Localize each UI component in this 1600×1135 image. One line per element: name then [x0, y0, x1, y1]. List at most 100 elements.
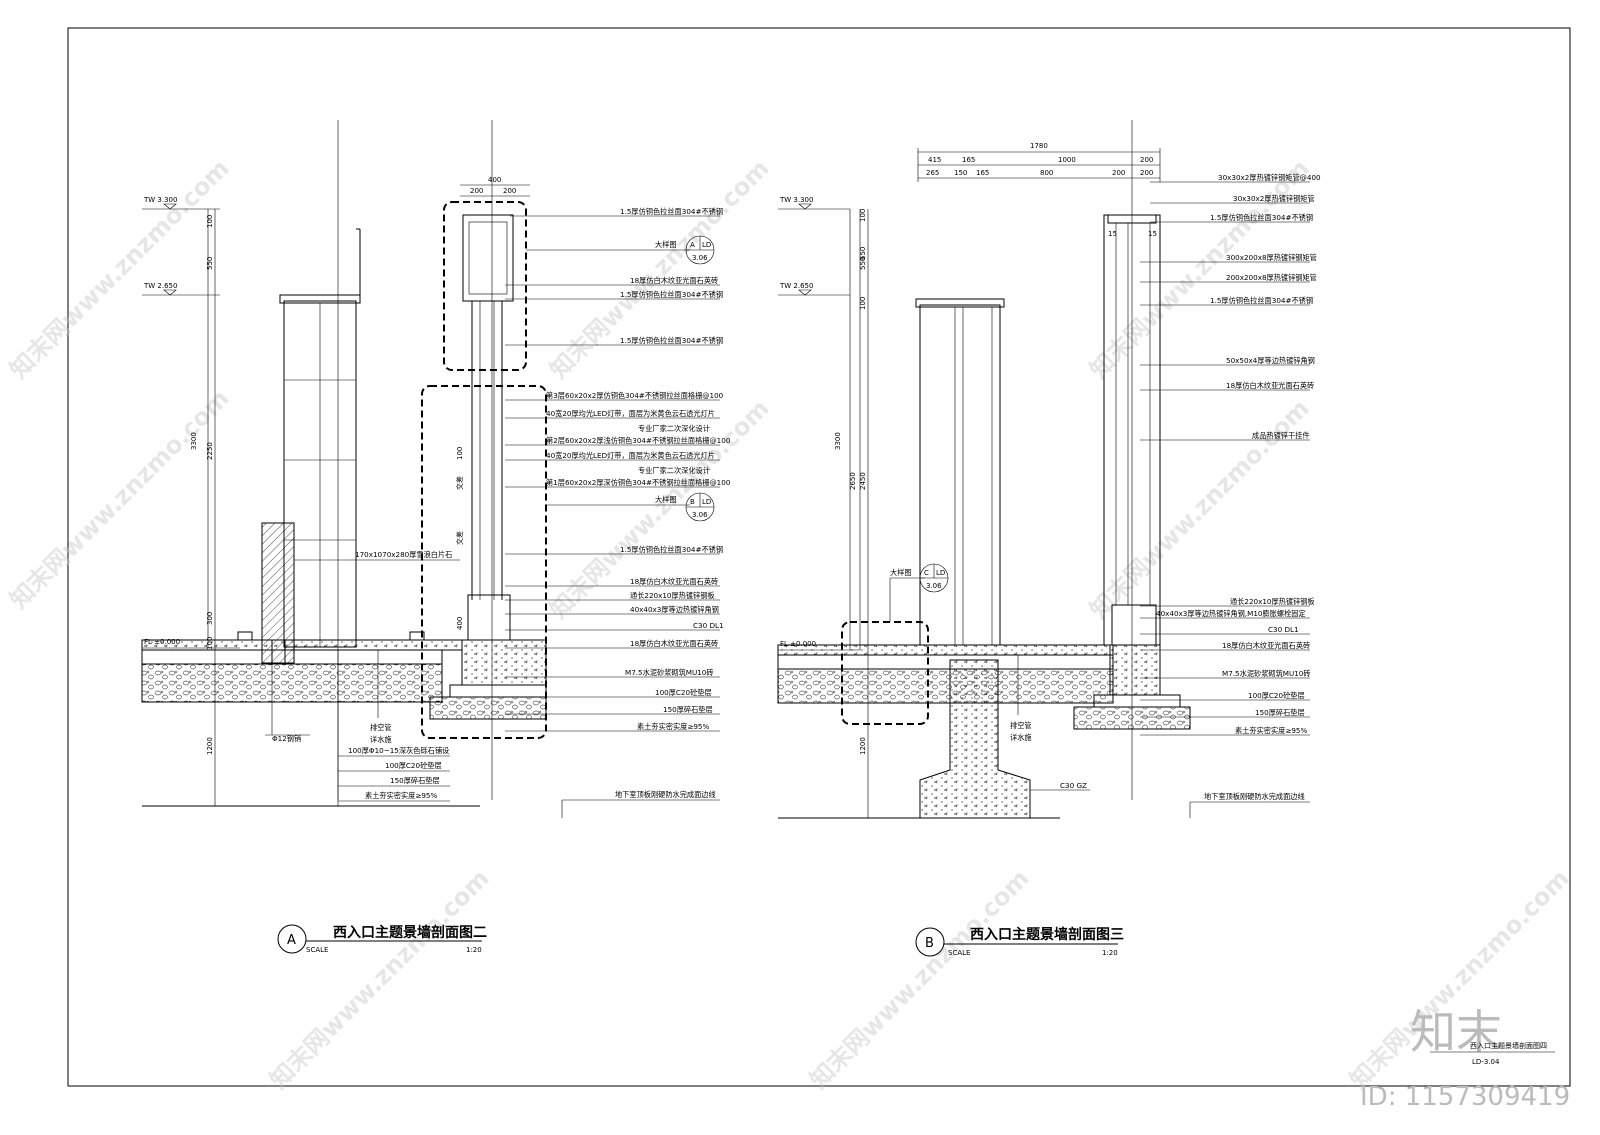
svg-text:200x200x8厚热镀锌钢矩管: 200x200x8厚热镀锌钢矩管 [1226, 273, 1317, 282]
svg-text:100: 100 [456, 447, 464, 460]
svg-text:1200: 1200 [859, 737, 867, 755]
svg-text:C30 GZ: C30 GZ [1060, 781, 1087, 790]
svg-text:100: 100 [859, 209, 867, 222]
detail-ref-c: 大样图 C LD 3.06 [889, 563, 949, 622]
section-a-title-text: 西入口主题景墙剖面图二 [333, 924, 487, 941]
svg-text:LD: LD [936, 569, 945, 577]
svg-text:100厚C20砼垫层: 100厚C20砼垫层 [655, 688, 712, 697]
svg-text:400: 400 [456, 617, 464, 630]
svg-text:C: C [924, 569, 929, 577]
svg-text:B: B [690, 498, 695, 506]
svg-text:2650: 2650 [849, 472, 857, 490]
svg-text:1.5厚仿铜色拉丝面304#不锈钢: 1.5厚仿铜色拉丝面304#不锈钢 [1210, 213, 1313, 222]
svg-text:300x200x8厚热镀锌钢矩管: 300x200x8厚热镀锌钢矩管 [1226, 253, 1317, 262]
svg-text:素土夯实密实度≥95%: 素土夯实密实度≥95% [365, 791, 437, 800]
svg-text:30x30x2厚热镀锌钢矩管: 30x30x2厚热镀锌钢矩管 [1233, 194, 1315, 203]
callouts-bottom-b: 排空管 详水施 C30 GZ [1010, 655, 1090, 791]
svg-text:415: 415 [928, 156, 941, 164]
brand-logo: 知末 [1410, 1005, 1502, 1059]
svg-text:专业厂家二次深化设计: 专业厂家二次深化设计 [638, 424, 710, 433]
svg-text:TW 2.650: TW 2.650 [779, 282, 813, 290]
svg-text:1:20: 1:20 [466, 946, 482, 954]
svg-text:TW 3.300: TW 3.300 [779, 196, 813, 204]
svg-text:3300: 3300 [190, 432, 198, 450]
svg-text:150厚碎石垫层: 150厚碎石垫层 [390, 776, 440, 785]
svg-text:200: 200 [1140, 169, 1153, 177]
svg-text:详水施: 详水施 [1010, 733, 1032, 742]
sheet-border [67, 27, 1571, 1087]
svg-text:200: 200 [503, 187, 516, 195]
top-dimensions-b: 1780 415 165 1000 200 265 150 165 800 20… [917, 142, 1161, 182]
svg-text:M7.5水泥砂浆砌筑MU10砖: M7.5水泥砂浆砌筑MU10砖 [1222, 669, 1311, 678]
svg-text:LD: LD [702, 498, 711, 506]
svg-text:Φ12钢销: Φ12钢销 [272, 734, 301, 743]
svg-text:排空管: 排空管 [370, 723, 392, 732]
svg-text:150: 150 [954, 169, 967, 177]
svg-text:C30 DL1: C30 DL1 [1268, 625, 1299, 634]
base-block [467, 594, 511, 641]
svg-text:地下室顶板刚硬防水完成面边线: 地下室顶板刚硬防水完成面边线 [1204, 792, 1305, 801]
svg-text:18厚仿白木纹亚光面石英砖: 18厚仿白木纹亚光面石英砖 [630, 276, 718, 285]
svg-text:100: 100 [206, 215, 214, 228]
level-marker-tw1-b: TW 3.300 [778, 196, 850, 210]
svg-text:100厚C20砼垫层: 100厚C20砼垫层 [1248, 691, 1305, 700]
svg-text:40x40x3厚等边热镀锌角钢,M10膨胀螺栓固定: 40x40x3厚等边热镀锌角钢,M10膨胀螺栓固定 [1156, 609, 1306, 618]
svg-text:18厚仿白木纹亚光面石英砖: 18厚仿白木纹亚光面石英砖 [630, 639, 718, 648]
level-marker-tw2: TW 2.650 [142, 282, 220, 296]
svg-text:C30 DL1: C30 DL1 [693, 621, 724, 630]
svg-text:M7.5水泥砂浆砌筑MU10砖: M7.5水泥砂浆砌筑MU10砖 [625, 668, 714, 677]
svg-text:1.5厚仿铜色拉丝面304#不锈钢: 1.5厚仿铜色拉丝面304#不锈钢 [1210, 296, 1313, 305]
watermark-text: 知末网www.znzmo.com [4, 154, 234, 384]
detail-box-a [443, 201, 527, 371]
footing [461, 639, 547, 686]
pavement [141, 639, 463, 651]
svg-text:第2层60x20x2厚浅仿铜色304#不锈钢拉丝面格栅@10: 第2层60x20x2厚浅仿铜色304#不锈钢拉丝面格栅@100 [546, 436, 731, 445]
svg-text:第3层60x20x2厚仿铜色304#不锈钢拉丝面格栅@100: 第3层60x20x2厚仿铜色304#不锈钢拉丝面格栅@100 [546, 391, 724, 400]
svg-text:通长220x10厚热镀锌钢板: 通长220x10厚热镀锌钢板 [630, 591, 715, 600]
svg-text:40宽20厚均光LED灯带，面层为米黄色云石透光灯片: 40宽20厚均光LED灯带，面层为米黄色云石透光灯片 [546, 409, 715, 418]
vertical-dimensions-b: 650 3300 550 100 2650 2450 1200 100 15 1… [834, 209, 1157, 755]
svg-text:3.06: 3.06 [692, 511, 708, 519]
stone-slab-label: 170x1070x280厚雪浪白片石 [355, 550, 452, 559]
svg-text:1:20: 1:20 [1102, 949, 1118, 957]
svg-text:素土夯实密实度≥95%: 素土夯实密实度≥95% [637, 722, 709, 731]
svg-text:15: 15 [1148, 230, 1157, 238]
svg-text:400: 400 [488, 176, 501, 184]
svg-text:A: A [690, 241, 695, 249]
sheet-title: 西入口主题景墙剖面图四 [1470, 1041, 1547, 1050]
detail-box-b [421, 385, 547, 739]
svg-text:1780: 1780 [1030, 142, 1048, 150]
svg-text:专业厂家二次深化设计: 专业厂家二次深化设计 [638, 466, 710, 475]
svg-text:TW 3.300: TW 3.300 [143, 196, 177, 204]
svg-text:3.06: 3.06 [926, 582, 942, 590]
top-dimensions: 400 200 200 [460, 176, 530, 197]
svg-text:通长220x10厚热镀锌钢板: 通长220x10厚热镀锌钢板 [1230, 597, 1315, 606]
watermark-text: 知末网www.znzmo.com [1344, 864, 1574, 1094]
watermark-text: 知末网www.znzmo.com [264, 864, 494, 1094]
svg-text:1.5厚仿铜色拉丝面304#不锈钢: 1.5厚仿铜色拉丝面304#不锈钢 [620, 336, 723, 345]
svg-text:265: 265 [926, 169, 939, 177]
svg-text:100: 100 [859, 297, 867, 310]
svg-text:1.5厚仿铜色拉丝面304#不锈钢: 1.5厚仿铜色拉丝面304#不锈钢 [620, 207, 723, 216]
wall-cap-section [462, 214, 514, 302]
section-a: TW 3.300 TW 2.650 FL ±0.000 100 550 3300… [141, 120, 731, 954]
svg-text:18厚仿白木纹亚光面石英砖: 18厚仿白木纹亚光面石英砖 [1222, 641, 1310, 650]
svg-text:18厚仿白木纹亚光面石英砖: 18厚仿白木纹亚光面石英砖 [630, 577, 718, 586]
svg-text:3.06: 3.06 [692, 254, 708, 262]
svg-text:40x40x3厚等边热镀锌角钢: 40x40x3厚等边热镀锌角钢 [630, 605, 719, 614]
svg-text:50x50x4厚等边热镀锌角钢: 50x50x4厚等边热镀锌角钢 [1226, 356, 1315, 365]
section-b-title: B 西入口主题景墙剖面图三 SCALE 1:20 [915, 926, 1124, 957]
crushed-stone [141, 663, 443, 703]
svg-text:800: 800 [1040, 169, 1053, 177]
svg-text:3300: 3300 [834, 432, 842, 450]
sheet-code: LD-3.04 [1472, 1058, 1500, 1066]
id-label: ID: 1157309419 [1360, 1082, 1570, 1112]
svg-text:1.5厚仿铜色拉丝面304#不锈钢: 1.5厚仿铜色拉丝面304#不锈钢 [620, 545, 723, 554]
svg-text:大样图: 大样图 [655, 495, 677, 504]
svg-text:详水施: 详水施 [370, 735, 392, 744]
section-a-badge: A [287, 933, 296, 948]
svg-text:100厚Φ10~15深灰色砾石铺设: 100厚Φ10~15深灰色砾石铺设 [348, 746, 449, 755]
svg-text:大样图: 大样图 [655, 240, 677, 249]
